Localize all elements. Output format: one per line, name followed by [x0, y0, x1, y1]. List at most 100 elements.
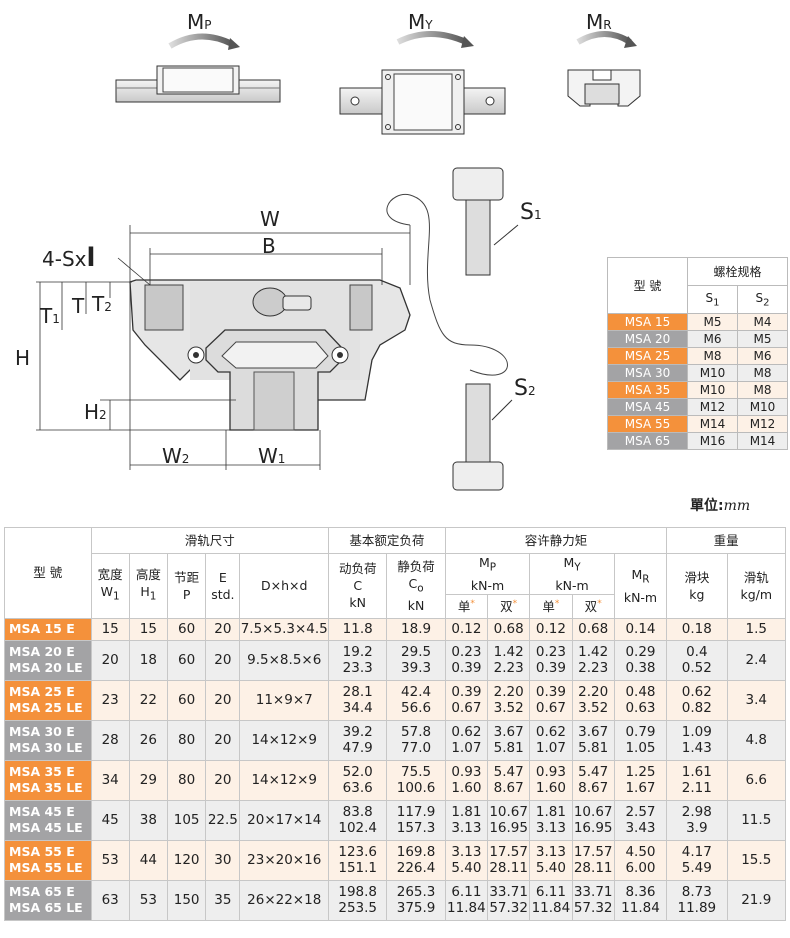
cell-rail: 21.9 [726, 879, 787, 921]
cell-value: 0.14 [625, 621, 656, 637]
mp-label: MP [187, 10, 212, 34]
cell-value: 226.4 [396, 860, 436, 876]
cell-value: 3.67 [578, 724, 609, 740]
model-name: MSA 65 E [9, 884, 75, 899]
cell-value: 0.39 [451, 660, 482, 676]
model-name: MSA 65 LE [9, 900, 83, 915]
cell-value: 5.47 [493, 764, 524, 780]
cell-value: 57.32 [573, 900, 613, 916]
cell-value: 0.38 [625, 660, 656, 676]
dim-t1-label: T1 [40, 304, 60, 328]
cell-value: 29.5 [401, 644, 432, 660]
cell-e: 20 [205, 617, 241, 641]
cell-value: 39.2 [342, 724, 373, 740]
bolt-cell-s2: M6 [737, 347, 788, 365]
bolt-cell-s2: M8 [737, 381, 788, 399]
cell-value: 5.81 [578, 740, 609, 756]
mp-moment-view [115, 33, 281, 103]
model-name: MSA 35 LE [9, 780, 83, 795]
cell-value: 0.93 [451, 764, 482, 780]
cell-e: 22.5 [205, 799, 241, 841]
bolt-header-model: 型 號 [607, 257, 688, 314]
bolt-cell-s1: M6 [687, 330, 738, 348]
cell-value: 2.98 [681, 804, 712, 820]
cell-value: 2.57 [625, 804, 656, 820]
model-cell: MSA 15 E [4, 617, 92, 641]
cell-w1: 20 [90, 639, 130, 681]
cell-value: 1.07 [451, 740, 482, 756]
cell-value: 1.60 [451, 780, 482, 796]
cell-p: 60 [167, 617, 207, 641]
mr-arrow-icon [576, 31, 632, 45]
cell-value: 5.40 [451, 860, 482, 876]
cell-value: 83.8 [342, 804, 373, 820]
cell-value: 0.12 [451, 621, 482, 637]
cell-h1: 18 [128, 639, 169, 681]
cell-block: 0.18 [666, 617, 728, 641]
cell-value: 2.23 [493, 660, 524, 676]
model-name: MSA 55 E [9, 844, 75, 859]
cell-e: 20 [205, 639, 241, 681]
cell-value: 253.5 [338, 900, 378, 916]
bolt-cell-s1: M14 [687, 415, 738, 433]
cell-value: 3.9 [686, 820, 708, 836]
cell-value: 102.4 [338, 820, 378, 836]
my-moment-view [339, 31, 506, 135]
dim-w1-label: W1 [258, 444, 286, 468]
cell-value: 18.9 [401, 621, 432, 637]
cell-dhd: 14×12×9 [239, 759, 330, 801]
cell-value: 6.11 [535, 884, 566, 900]
cell-value: 1.09 [681, 724, 712, 740]
bolt-cell-model: MSA 25 [607, 347, 688, 365]
cell-value: 0.82 [681, 700, 712, 716]
bolt-header-spec: 螺栓规格 [687, 257, 788, 286]
bolt-cell-model: MSA 15 [607, 313, 688, 331]
dim-t2-label: T2 [92, 292, 112, 316]
cell-value: 28.11 [573, 860, 613, 876]
cell-value: 3.67 [493, 724, 524, 740]
cell-value: 3.13 [451, 820, 482, 836]
bolt-cell-s2: M12 [737, 415, 788, 433]
cell-rail: 11.5 [726, 799, 787, 841]
dim-sx-label: 4-Sxl [42, 243, 96, 273]
my-label: MY [408, 10, 433, 34]
cell-c: 11.8 [328, 617, 388, 641]
cell-value: 10.67 [573, 804, 613, 820]
cell-w1: 28 [90, 719, 130, 761]
bolt-cell-s1: M10 [687, 364, 738, 382]
cell-value: 77.0 [401, 740, 432, 756]
bolt-cell-model: MSA 35 [607, 381, 688, 399]
cell-value: 0.62 [535, 724, 566, 740]
cell-dhd: 20×17×14 [239, 799, 330, 841]
cell-value: 0.62 [451, 724, 482, 740]
cell-value: 11.8 [342, 621, 373, 637]
